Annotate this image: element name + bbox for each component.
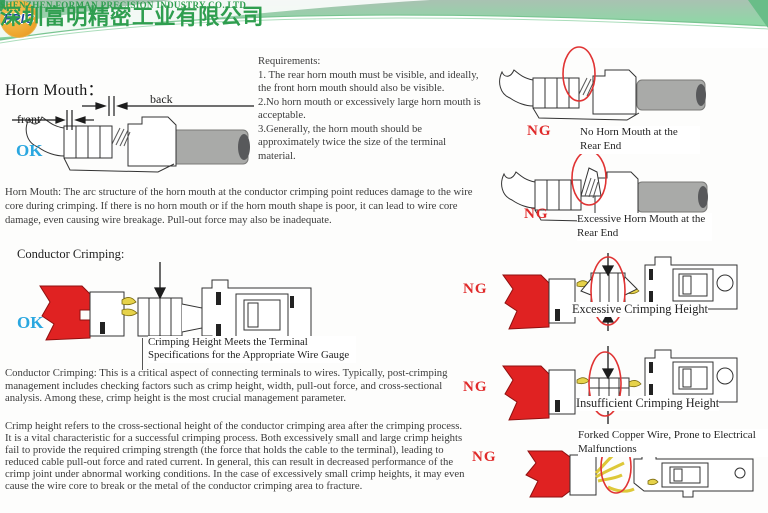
defect-ellipse-marker	[590, 256, 626, 326]
requirements-title: Requirements:	[258, 55, 321, 67]
requirement-item-1: 1. The rear horn mouth must be visible, …	[258, 68, 479, 95]
bottom-left-green-chip	[0, 0, 5, 11]
insulation-crimp	[548, 278, 576, 324]
back-dimension-arrows	[82, 96, 254, 116]
ng1-caption: No Horn Mouth at the Rear End	[580, 126, 700, 154]
front-dimension-label: front	[17, 112, 41, 126]
wire-insulation-red	[502, 274, 550, 330]
ng3-caption: Excessive Crimping Height	[572, 302, 708, 317]
ng4-caption: Insufficient Crimping Height	[576, 396, 720, 411]
horn-mouth-hatch	[111, 127, 131, 147]
tick-mark	[100, 322, 105, 334]
company-logo-icon: FPIC	[0, 0, 38, 38]
arrow-extension-line	[142, 338, 143, 370]
insulation-crimp	[548, 369, 576, 415]
tick-marks	[649, 362, 653, 395]
tick-mark	[555, 400, 560, 412]
tick-mark	[555, 309, 560, 321]
header-wave-graphic	[0, 0, 768, 48]
contact-box	[672, 268, 734, 302]
ng-forked-copper-wire-diagram	[525, 440, 754, 498]
ng-no-horn-mouth-diagram	[499, 46, 706, 121]
ng-excessive-crimping-height-diagram	[502, 253, 738, 331]
requirements-block: Requirements: 1. The rear horn mouth mus…	[258, 55, 486, 164]
ng4-label: NG	[463, 379, 488, 395]
header-corner-accent	[748, 0, 768, 28]
neck	[181, 303, 203, 333]
ng5-label: NG	[472, 449, 497, 465]
wire-insulation-red	[502, 365, 550, 421]
tick-marks	[216, 292, 294, 337]
requirement-item-2: 2.No horn mouth or excessively large hor…	[258, 95, 481, 122]
conductor-barrel	[137, 297, 183, 337]
horn-mouth-description: Horn Mouth: The arc structure of the hor…	[5, 186, 473, 226]
front-dimension-arrows	[12, 110, 94, 130]
ng5-caption: Forked Copper Wire, Prone to Electrical …	[578, 429, 768, 457]
wire-insulation-red	[525, 450, 571, 498]
insulation-crimp	[592, 69, 637, 115]
ng1-label: NG	[527, 123, 552, 139]
ok-caption: Crimping Height Meets the Terminal Speci…	[148, 336, 356, 363]
conductor-crimping-paragraph-1: Conductor Crimping: This is a critical a…	[5, 367, 448, 405]
terminal-front-tip	[501, 171, 536, 209]
terminal-bottom	[532, 107, 640, 121]
ng-insufficient-crimping-height-diagram	[502, 346, 738, 424]
company-name-english: SHENZHEN FORMAN PRECISION INDUSTRY CO.,L…	[0, 0, 247, 10]
conductor-crimping-title: Conductor Crimping:	[17, 247, 125, 261]
contact-box	[672, 361, 734, 395]
insulation-crimp	[594, 171, 639, 217]
wire	[636, 181, 708, 213]
horn-mouth-ok-label: OK	[16, 141, 43, 160]
conductor-crimping-ok-label: OK	[17, 313, 44, 332]
tick-marks	[649, 269, 653, 302]
wire-insulation-red	[39, 285, 91, 341]
conductor-crimping-paragraph-2: Crimp height refers to the cross-section…	[5, 420, 465, 492]
company-name-chinese: 深圳富明精密工业有限公司	[0, 5, 265, 29]
ng2-caption: Excessive Horn Mouth at the Rear End	[577, 213, 712, 241]
defect-ellipse-marker	[562, 46, 596, 102]
insulation-crimp	[127, 116, 177, 167]
copper-strand	[647, 478, 659, 486]
contact-box	[661, 462, 746, 488]
terminal-front-tip	[499, 69, 534, 107]
terminal-bottom	[63, 157, 175, 173]
conductor-barrel	[63, 125, 113, 159]
requirement-item-3: 3.Generally, the horn mouth should be ap…	[258, 122, 447, 163]
wire	[636, 79, 706, 111]
ng2-label: NG	[524, 206, 549, 222]
conductor-barrel-flat	[588, 377, 630, 399]
logo-abbr: FPIC	[3, 12, 35, 26]
horn-mouth-title: Horn Mouth：	[5, 82, 104, 99]
ng3-label: NG	[463, 281, 488, 297]
back-dimension-label: back	[150, 92, 173, 106]
conductor-barrel	[532, 77, 580, 109]
defect-ellipse-marker	[588, 351, 622, 417]
insulation-crimp	[569, 454, 597, 496]
hatch	[584, 177, 599, 199]
ng-excessive-horn-mouth-diagram	[501, 150, 708, 223]
horn-mouth-ok-diagram	[12, 96, 254, 173]
crimp-height-arrows	[601, 253, 615, 331]
hatch	[578, 77, 595, 97]
insulation-crimp	[89, 291, 125, 337]
